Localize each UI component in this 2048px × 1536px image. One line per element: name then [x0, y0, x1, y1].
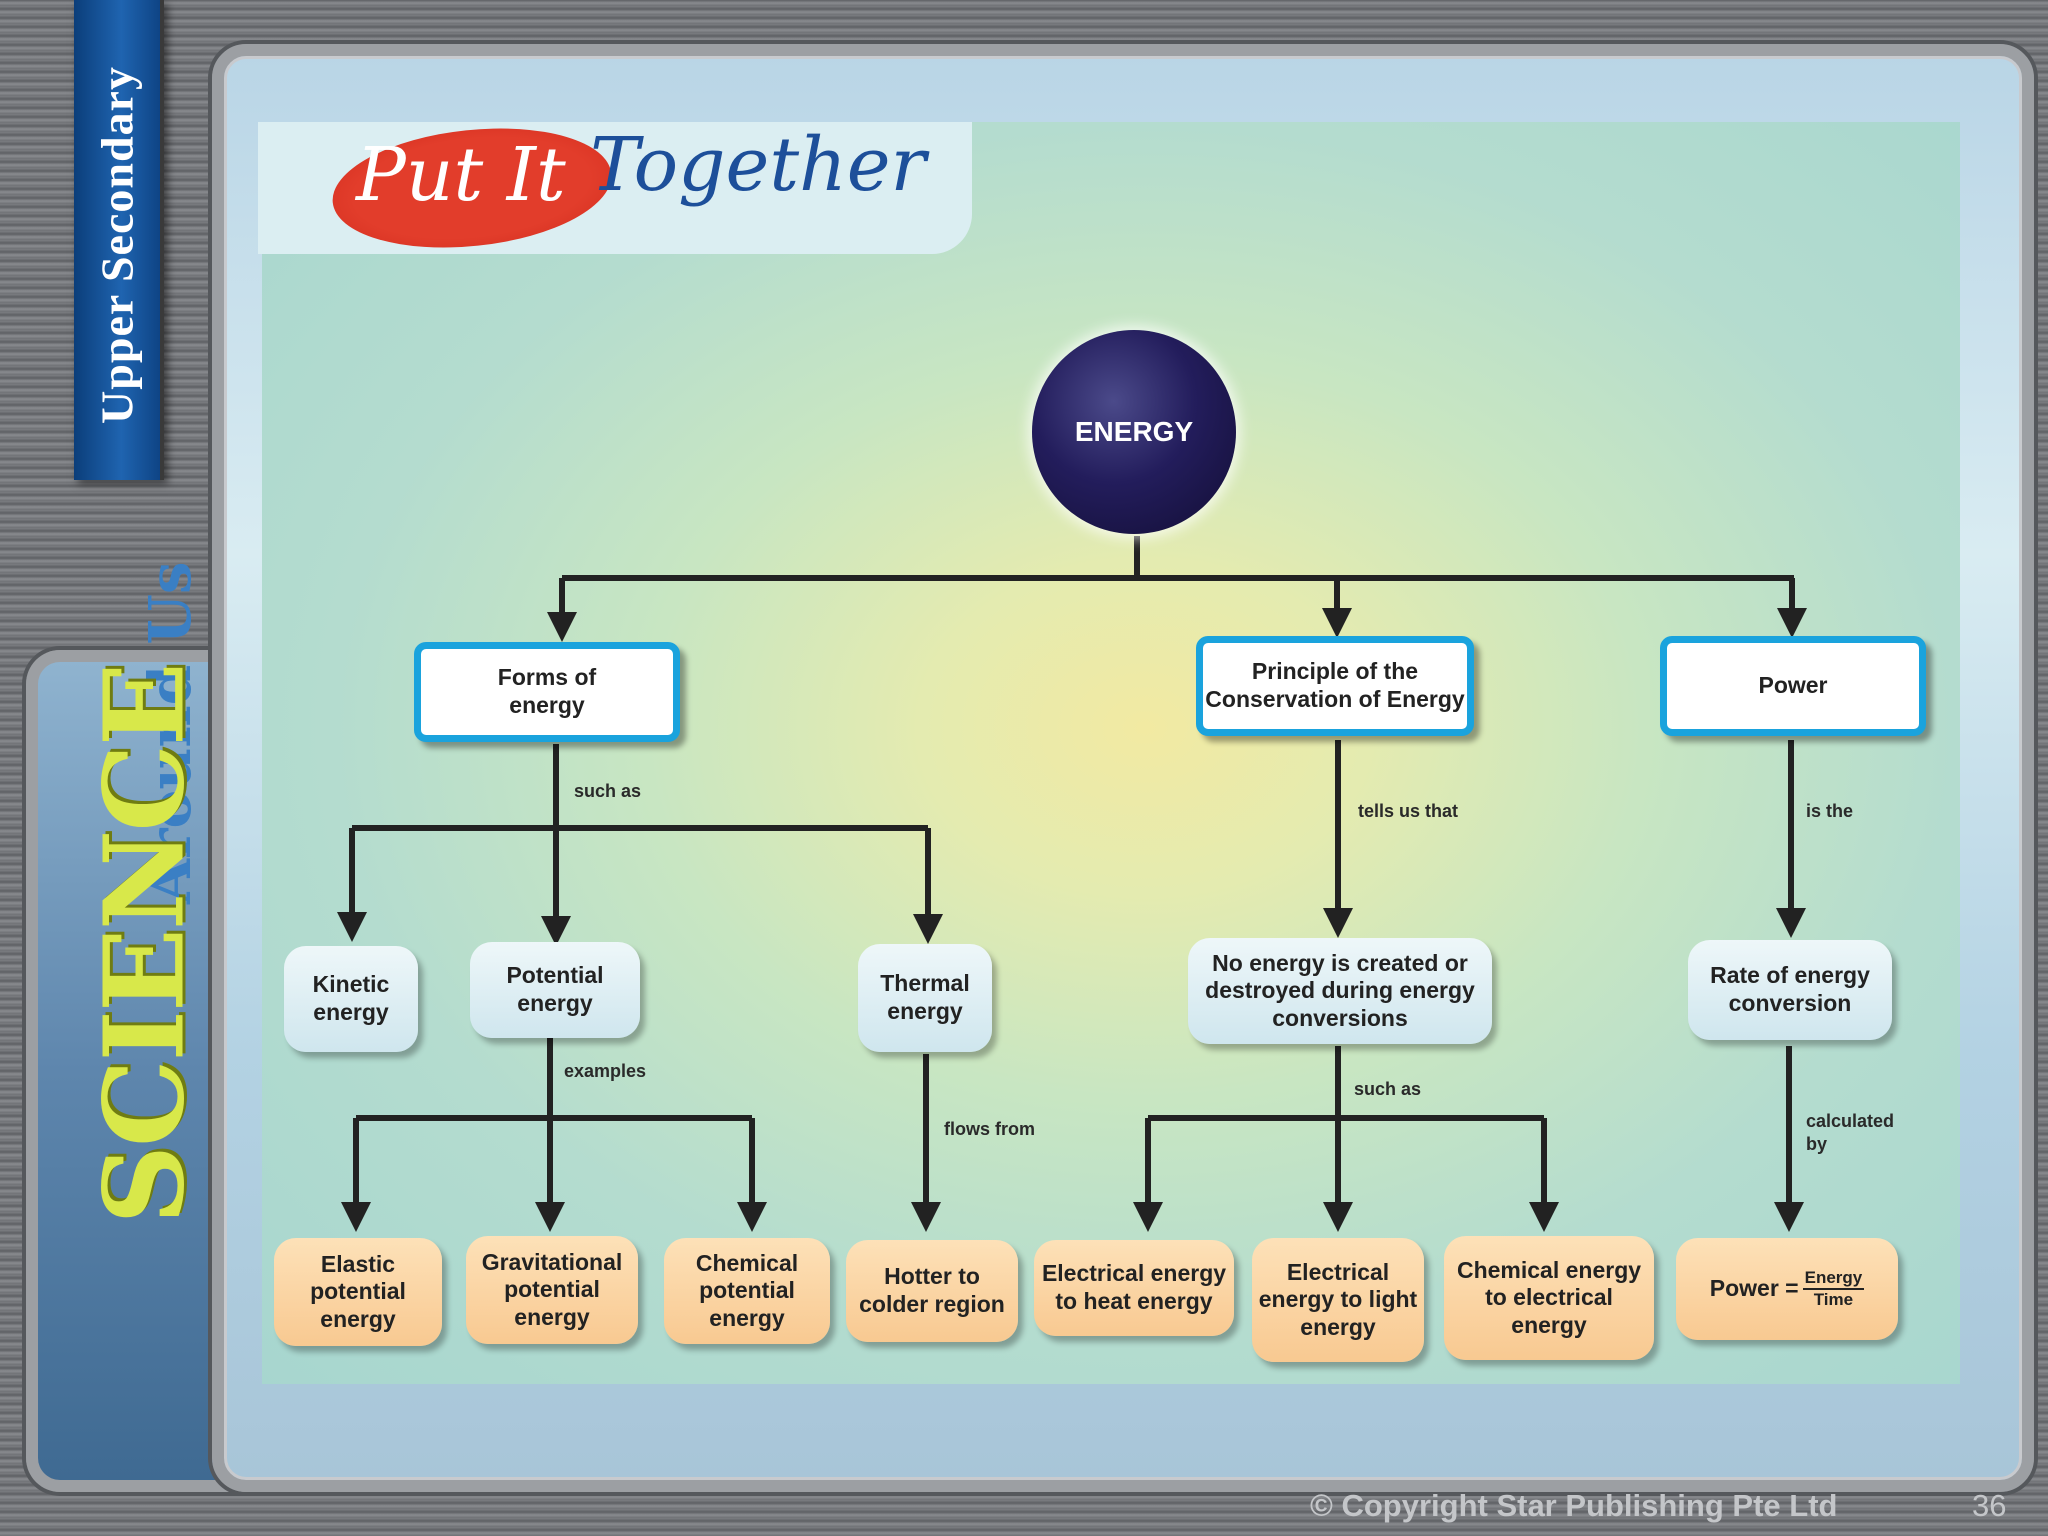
edge-label-tells-us-that: tells us that: [1358, 801, 1459, 821]
node-gravitational-potential-energy-label: Gravitational potential energy: [481, 1248, 623, 1330]
series-label: Upper Secondary: [91, 66, 143, 424]
edge-label-examples: examples: [564, 1061, 647, 1081]
concept-map-panel: [262, 122, 1960, 1384]
node-power-label: Power: [1758, 672, 1828, 699]
node-rate-of-energy-conversion-label: Rate of energy conversion: [1710, 962, 1870, 1016]
node-thermal-energy: Thermal energy: [858, 944, 992, 1052]
node-power: Power: [1660, 636, 1926, 736]
node-kinetic-energy: Kinetic energy: [284, 946, 418, 1052]
node-kinetic-energy-label: Kinetic energy: [312, 971, 390, 1025]
node-electrical-to-light: Electrical energy to light energy: [1252, 1238, 1424, 1362]
node-hotter-to-colder: Hotter to colder region: [846, 1240, 1018, 1342]
node-chemical-to-electrical: Chemical energy to electrical energy: [1444, 1236, 1654, 1360]
title-part-1: Put It: [356, 132, 566, 218]
node-hotter-to-colder-label: Hotter to colder region: [859, 1263, 1005, 1317]
edge-label-such-as-1: such as: [574, 781, 642, 801]
edge-label-calculated-by: calculated by: [1806, 1111, 1895, 1154]
node-no-energy-created: No energy is created or destroyed during…: [1188, 938, 1492, 1044]
title-part-2: Together: [590, 122, 926, 208]
node-chemical-to-electrical-label: Chemical energy to electrical energy: [1456, 1256, 1642, 1338]
node-no-energy-created-label: No energy is created or destroyed during…: [1205, 949, 1475, 1031]
node-rate-of-energy-conversion: Rate of energy conversion: [1688, 940, 1892, 1040]
power-formula-lhs: Power =: [1709, 1275, 1799, 1302]
energy-root-node: ENERGY: [1032, 330, 1236, 534]
node-forms-of-energy-label: Forms of energy: [497, 664, 597, 718]
copyright-text: © Copyright Star Publishing Pte Ltd: [1310, 1488, 1838, 1523]
node-potential-energy-label: Potential energy: [506, 962, 604, 1016]
power-formula-denominator: Time: [1813, 1290, 1854, 1309]
node-electrical-to-heat-label: Electrical energy to heat energy: [1041, 1260, 1227, 1314]
page-number: 36: [1972, 1488, 2007, 1523]
series-tab: Upper Secondary: [74, 0, 164, 480]
node-principle-conservation-label: Principle of the Conservation of Energy: [1205, 658, 1465, 712]
power-formula-fraction: Energy Time: [1802, 1268, 1865, 1311]
node-electrical-to-heat: Electrical energy to heat energy: [1034, 1240, 1234, 1336]
power-formula-numerator: Energy: [1802, 1268, 1865, 1290]
edge-label-such-as-2: such as: [1354, 1079, 1422, 1099]
edge-label-is-the: is the: [1806, 801, 1854, 821]
node-forms-of-energy: Forms of energy: [414, 642, 680, 742]
node-chemical-potential-energy: Chemical potential energy: [664, 1238, 830, 1344]
edge-label-flows-from: flows from: [944, 1119, 1036, 1139]
node-thermal-energy-label: Thermal energy: [880, 970, 970, 1024]
node-potential-energy: Potential energy: [470, 942, 640, 1038]
node-elastic-potential-energy: Elastic potential energy: [274, 1238, 442, 1346]
node-elastic-potential-energy-label: Elastic potential energy: [310, 1250, 406, 1332]
node-principle-conservation: Principle of the Conservation of Energy: [1196, 636, 1474, 736]
node-electrical-to-light-label: Electrical energy to light energy: [1258, 1258, 1418, 1340]
node-chemical-potential-energy-label: Chemical potential energy: [695, 1249, 799, 1331]
node-gravitational-potential-energy: Gravitational potential energy: [466, 1236, 638, 1344]
node-power-formula: Power = Energy Time: [1676, 1238, 1898, 1340]
brand-science: SCIENCE: [79, 664, 209, 1225]
